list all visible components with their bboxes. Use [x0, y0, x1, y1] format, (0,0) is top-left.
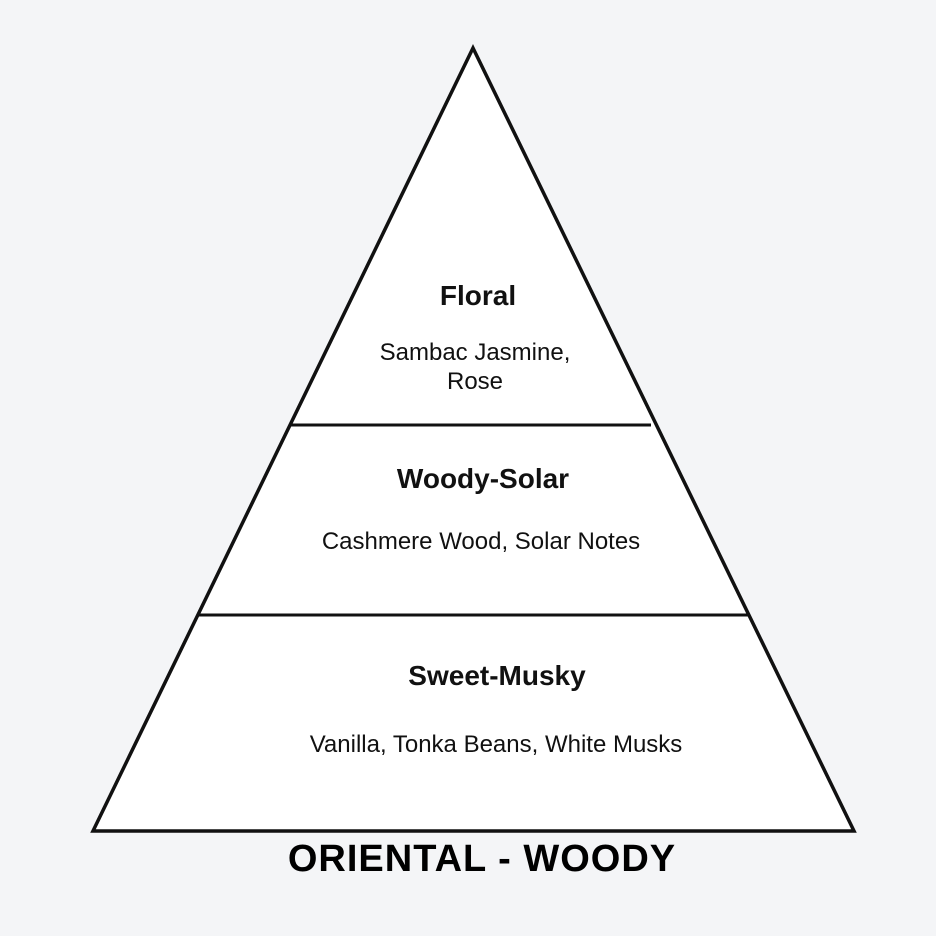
tier-sweet-musky-title: Sweet-Musky [408, 660, 586, 691]
pyramid-outline [90, 43, 857, 833]
pyramid-caption: ORIENTAL - WOODY [287, 838, 677, 880]
tier-floral-title: Floral [440, 280, 516, 311]
tier-woody-solar-title: Woody-Solar [397, 463, 569, 494]
tier-woody-solar-notes: Cashmere Wood, Solar Notes [322, 528, 640, 555]
tier-sweet-musky-notes: Vanilla, Tonka Beans, White Musks [310, 731, 683, 758]
tier-floral-notes-line2: Rose [447, 368, 503, 395]
tier-floral-notes-line1: Sambac Jasmine, [380, 339, 571, 366]
